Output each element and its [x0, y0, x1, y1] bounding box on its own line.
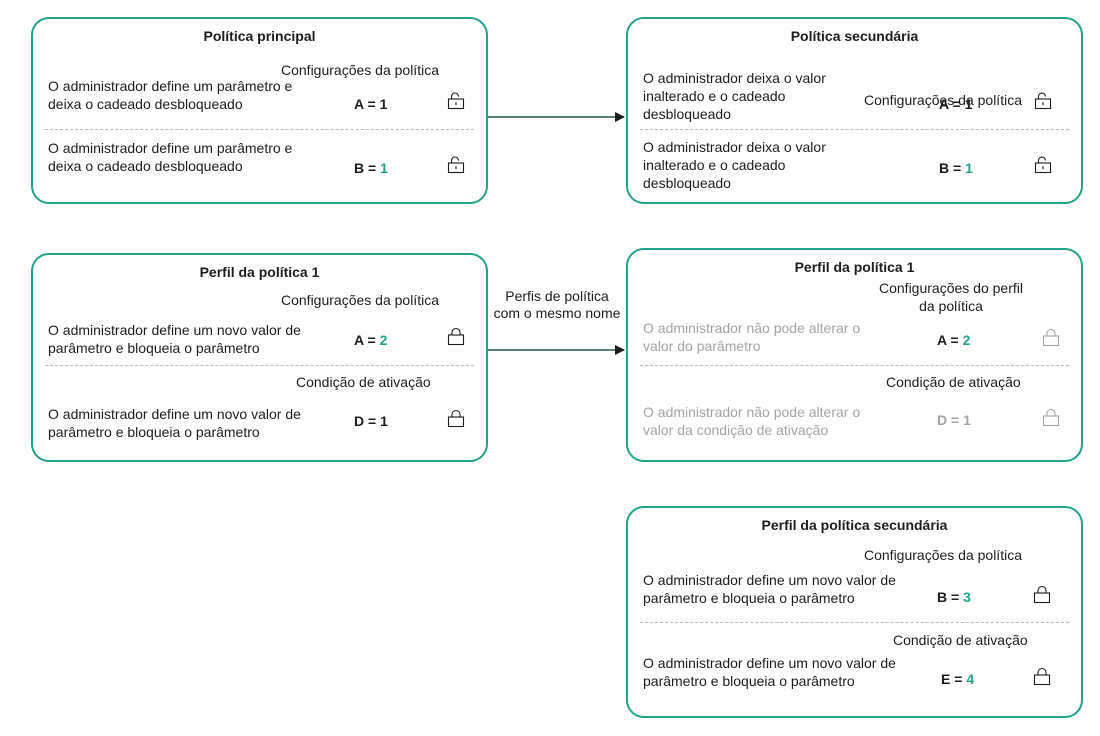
box-title: Perfil da política secundária [761, 517, 948, 533]
row-description: O administrador define um parâmetro e de… [48, 140, 293, 174]
secondary-policy-profile-box: Perfil da política secundária Configuraç… [626, 506, 1083, 718]
row-description: O administrador define um novo valor de … [48, 406, 301, 440]
policy-profile-1-box: Perfil da política 1 Configurações da po… [31, 253, 488, 462]
row-description: O administrador define um novo valor de … [643, 572, 896, 606]
row-separator [640, 129, 1069, 130]
parameter-value: D = 1 [354, 413, 388, 429]
row-description: O administrador deixa o valor inalterado… [643, 70, 826, 122]
parameter-value: E = 4 [941, 671, 975, 687]
main-policy-box: Política principal Configurações da polí… [31, 17, 488, 204]
row-description: O administrador define um novo valor de … [48, 322, 301, 356]
parameter-value: D = 1 [937, 412, 971, 428]
parameter-value: A = 1 [939, 96, 973, 112]
parameter-value: B = 1 [939, 160, 973, 176]
section-title: Configurações da política [864, 92, 1022, 108]
unlocked-padlock-icon [1033, 91, 1053, 111]
box-title: Política secundária [790, 28, 919, 44]
parameter-value: B = 3 [937, 589, 971, 605]
unlocked-padlock-icon [446, 91, 466, 111]
section-title: Condição de ativação [886, 374, 1021, 390]
row-description: O administrador não pode alterar o valor… [643, 320, 861, 354]
locked-padlock-icon [446, 327, 466, 347]
section-title: Configurações da política [281, 62, 439, 78]
section-title: Condição de ativação [296, 374, 431, 390]
locked-padlock-icon [1041, 408, 1061, 428]
arrow-label: Perfis de política com o mesmo nome [493, 288, 621, 321]
parameter-value: B = 1 [354, 160, 388, 176]
row-description: O administrador não pode alterar o valor… [643, 404, 861, 438]
row-separator [45, 129, 474, 130]
locked-padlock-icon [1041, 328, 1061, 348]
row-separator [640, 365, 1069, 366]
section-title: Condição de ativação [893, 632, 1028, 648]
row-separator [45, 365, 474, 366]
parameter-value: A = 2 [937, 332, 971, 348]
box-title: Perfil da política 1 [794, 259, 915, 275]
unlocked-padlock-icon [446, 155, 466, 175]
unlocked-padlock-icon [1033, 155, 1053, 175]
section-title: Configurações da política [281, 292, 439, 308]
row-description: O administrador deixa o valor inalterado… [643, 139, 826, 191]
locked-padlock-icon [1032, 667, 1052, 687]
locked-padlock-icon [1032, 585, 1052, 605]
parameter-value: A = 1 [354, 96, 388, 112]
row-description: O administrador define um novo valor de … [643, 655, 896, 689]
section-title: Configurações do perfil da política [879, 280, 1023, 314]
locked-padlock-icon [446, 409, 466, 429]
row-description: O administrador define um parâmetro e de… [48, 78, 293, 112]
secondary-policy-profile-1-box: Perfil da política 1 Configurações do pe… [626, 248, 1083, 462]
row-separator [640, 622, 1069, 623]
parameter-value: A = 2 [354, 332, 388, 348]
secondary-policy-box: Política secundária Configurações da pol… [626, 17, 1083, 204]
box-title: Perfil da política 1 [199, 264, 320, 280]
box-title: Política principal [203, 28, 316, 44]
section-title: Configurações da política [864, 547, 1022, 563]
